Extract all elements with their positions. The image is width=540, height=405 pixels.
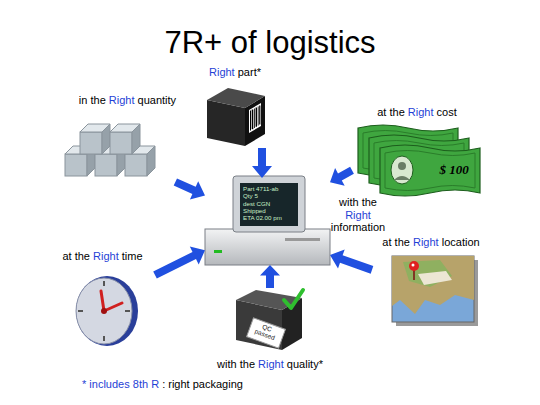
flow-arrow: [330, 167, 354, 186]
illustrated-node: at the Right location: [372, 234, 490, 326]
footnote: * includes 8th R : right packaging: [82, 378, 382, 391]
flow-arrow: [153, 247, 205, 279]
node-label: Right part*: [190, 66, 280, 79]
screen-text: ETA 02.00 pm: [243, 215, 299, 221]
illustrated-node: at the Right cost $ 100: [352, 104, 482, 196]
screen-text: Qty 5: [243, 193, 299, 199]
quantity-cubes: [65, 124, 155, 176]
quality-box: [236, 290, 303, 350]
illustrated-node: at the Right time: [50, 248, 155, 348]
map: [392, 256, 478, 326]
illustrated-node: with the Right quality* QC passed: [200, 288, 340, 373]
node-label: at the Right cost: [352, 106, 482, 119]
illustrated-node: with the Right informationPart 4711-abQt…: [205, 178, 330, 265]
flow-arrow: [330, 250, 373, 274]
screen-text: Shipped: [243, 208, 299, 214]
clock: [76, 276, 138, 346]
money-bills: [358, 125, 480, 196]
illustrated-node: in the Right quantity: [55, 92, 200, 182]
flow-arrow: [260, 265, 280, 288]
computer: [205, 176, 330, 265]
node-inner-text: $ 100: [430, 162, 478, 178]
flow-arrow: [174, 178, 205, 199]
flow-arrow: [252, 148, 272, 178]
node-inner-text: QC passed: [251, 320, 280, 342]
node-label: with the Right information: [325, 196, 391, 234]
node-label: at the Right location: [372, 236, 490, 249]
screen-text: Part 4711-ab: [243, 186, 299, 192]
screen-text: dest CGN: [243, 201, 299, 207]
diagram-title: 7R+ of logistics: [0, 24, 540, 61]
part-box: [207, 88, 265, 146]
node-label: at the Right time: [50, 250, 155, 263]
illustrated-node: Right part*: [190, 66, 280, 148]
node-label: with the Right quality*: [200, 358, 340, 371]
node-label: in the Right quantity: [55, 94, 200, 107]
